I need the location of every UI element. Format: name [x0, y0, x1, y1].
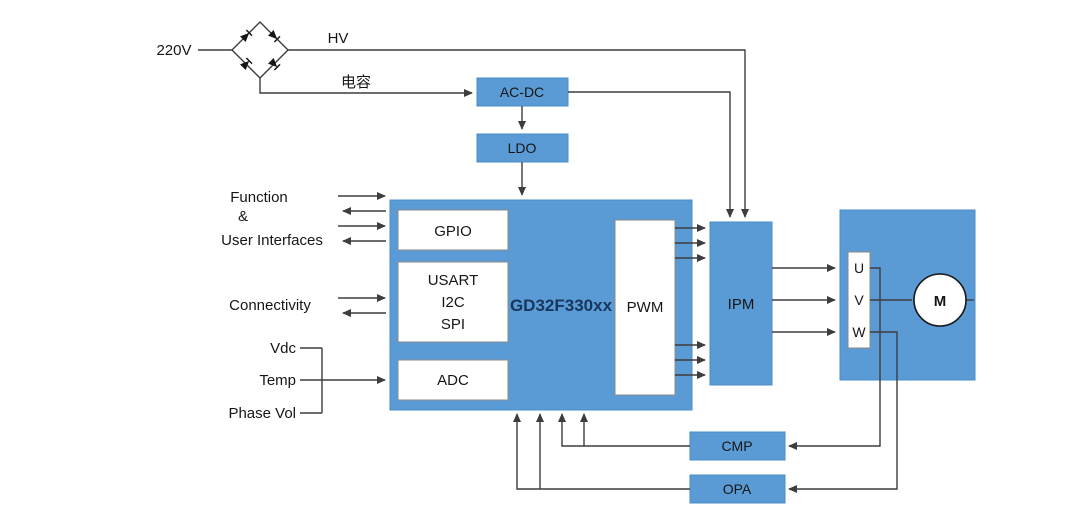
wire-acdc-to-ipm	[568, 91, 734, 218]
ldo-block: LDO	[476, 133, 569, 163]
capacitor-label: 电容	[341, 74, 371, 91]
hv-label: HV	[328, 30, 349, 47]
bridge-rectifier	[231, 21, 289, 79]
phase-u-label: U	[854, 260, 864, 276]
temp-label: Temp	[259, 372, 296, 389]
phase-vol-label: Phase Vol	[228, 405, 296, 422]
cmp-label: CMP	[721, 438, 752, 454]
wire-cap-to-acdc	[259, 78, 473, 97]
adc-block	[397, 359, 509, 401]
adc-label: ADC	[437, 372, 469, 389]
pwm-label: PWM	[627, 299, 664, 316]
wire-u-to-cmp	[788, 267, 881, 450]
wire-opa-to-mcu	[513, 413, 690, 490]
vdc-label: Vdc	[270, 340, 296, 357]
function-label: Function	[230, 189, 288, 206]
gpio-block	[397, 209, 509, 251]
ipm-label: IPM	[728, 296, 755, 313]
opa-rect	[689, 474, 786, 504]
bridge-outline	[231, 21, 289, 79]
mcu-block: GPIO USART I2C SPI ADC GD32F330xx PWM	[389, 199, 693, 411]
opa-label: OPA	[723, 481, 752, 497]
acdc-rect	[476, 77, 569, 107]
ipm-block: IPM	[709, 221, 773, 386]
wire-w-to-opa	[788, 331, 898, 493]
opa-block: OPA	[689, 474, 786, 504]
phase-v-label: V	[854, 292, 864, 308]
cmp-rect	[689, 431, 786, 461]
acdc-label: AC-DC	[500, 84, 544, 100]
usart-label: USART	[428, 272, 479, 289]
ipm-rect	[709, 221, 773, 386]
phase-w-label: W	[852, 324, 866, 340]
wire-hv-to-ipm	[288, 49, 749, 218]
ldo-label: LDO	[508, 140, 537, 156]
user-interfaces-label: User Interfaces	[221, 232, 323, 249]
motor-circle	[913, 273, 967, 327]
connectivity-label: Connectivity	[229, 297, 311, 314]
mcu-name-label: GD32F330xx	[510, 296, 613, 315]
motor-label: M	[934, 293, 947, 310]
wire-cmp-to-mcu	[558, 413, 690, 447]
pwm-block	[614, 219, 676, 396]
motor: M	[913, 273, 967, 327]
ampersand-label: &	[238, 208, 248, 225]
mains-voltage-label: 220V	[156, 42, 191, 59]
spi-label: SPI	[441, 316, 465, 333]
comm-block	[397, 261, 509, 343]
cmp-block: CMP	[689, 431, 786, 461]
i2c-label: I2C	[441, 294, 465, 311]
acdc-block: AC-DC	[476, 77, 569, 107]
wires	[198, 49, 974, 493]
gpio-label: GPIO	[434, 223, 472, 240]
